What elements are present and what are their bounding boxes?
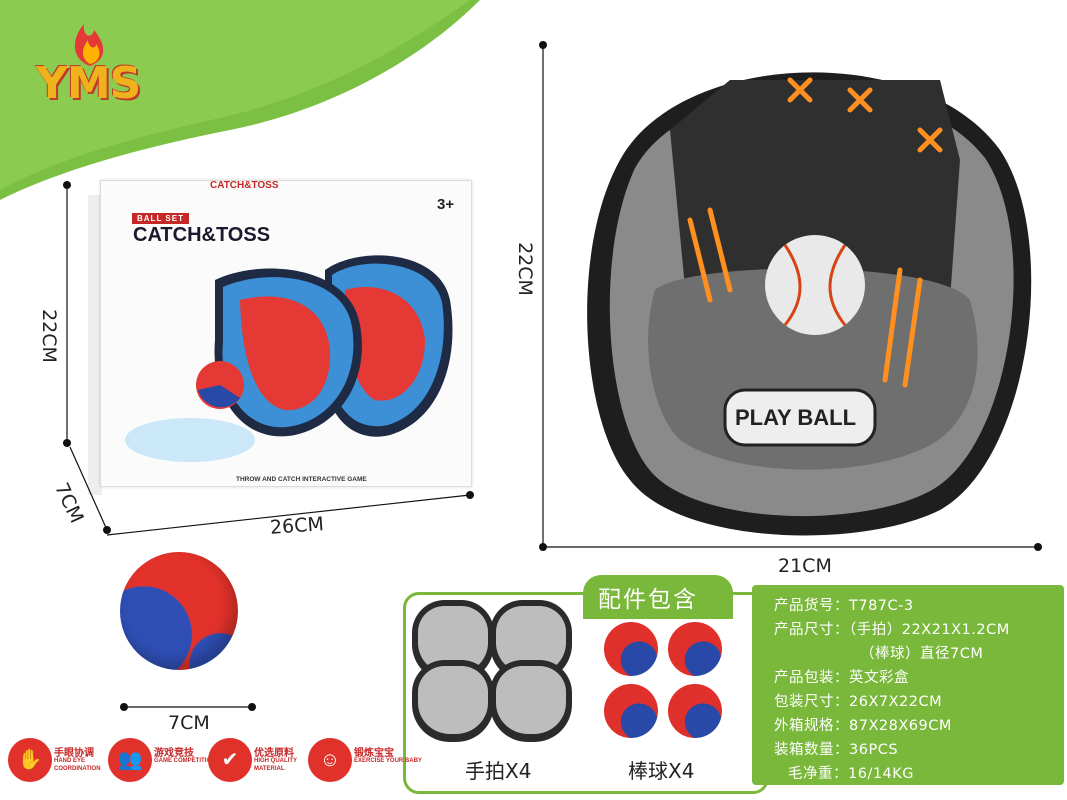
mini-ball-1 bbox=[604, 622, 658, 676]
spec-item-code: 产品货号：T787C-3 bbox=[774, 598, 914, 614]
feature-en-label: GAME COMPETITION bbox=[154, 758, 216, 764]
box-glove-artwork bbox=[125, 255, 453, 462]
box-title: CATCH&TOSS bbox=[133, 224, 271, 246]
parts-title-tab bbox=[583, 575, 733, 619]
spec-carton-qty: 装箱数量：36PCS bbox=[774, 742, 899, 758]
feature-en-label: EXERCISE YOUR BABY bbox=[354, 758, 422, 764]
spec-packaging: 产品包装：英文彩盒 bbox=[774, 670, 909, 686]
shield-check-icon: ✔ bbox=[208, 738, 252, 782]
foam-ball-image bbox=[120, 552, 238, 670]
spec-ball-size: （棒球）直径7CM bbox=[860, 646, 984, 662]
feature-en-label: HAND EYE COORDINATION bbox=[54, 758, 101, 772]
box-width-dim: 26CM bbox=[269, 513, 325, 539]
glove-width-dim: 21CM bbox=[778, 555, 832, 577]
box-tag: BALL SET bbox=[132, 213, 189, 224]
feature-cn-label: 游戏竞技 bbox=[154, 748, 194, 759]
box-height-dim: 22CM bbox=[37, 309, 60, 363]
box-top-text: CATCH&TOSS bbox=[210, 180, 279, 191]
balls-count-label: 棒球X4 bbox=[628, 759, 695, 783]
ball-dim: 7CM bbox=[168, 712, 210, 734]
box-side-panel bbox=[88, 195, 102, 495]
hand-eye-icon: ✋ bbox=[8, 738, 52, 782]
glove-height-dim: 22CM bbox=[513, 242, 536, 296]
box-dimension-lines bbox=[63, 181, 474, 536]
flame-icon bbox=[74, 24, 104, 66]
spec-product-size: 产品尺寸：（手拍）22X21X1.2CM bbox=[774, 622, 1010, 638]
spec-package-size: 包装尺寸：26X7X22CM bbox=[774, 694, 943, 710]
box-subtitle: THROW AND CATCH INTERACTIVE GAME bbox=[236, 476, 367, 483]
people-icon: 👥 bbox=[108, 738, 152, 782]
mini-glove-3 bbox=[412, 660, 494, 742]
green-corner-decoration bbox=[0, 0, 480, 200]
feature-cn-label: 优选原料 bbox=[254, 748, 294, 759]
mini-ball-2 bbox=[668, 622, 722, 676]
box-age-badge: 3+ bbox=[437, 196, 455, 213]
glove-paddle-image bbox=[587, 72, 1032, 536]
mini-ball-3 bbox=[604, 684, 658, 738]
spec-carton-size: 外箱规格：87X28X69CM bbox=[774, 718, 952, 734]
ball-dimension-line bbox=[120, 703, 256, 711]
feature-cn-label: 手眼协调 bbox=[54, 748, 94, 759]
spec-panel bbox=[752, 585, 1064, 785]
brand-logo: YMS bbox=[36, 58, 141, 109]
glove-dimension-lines bbox=[539, 41, 1042, 551]
parts-title: 配件包含 bbox=[598, 587, 698, 613]
baby-icon: ☺ bbox=[308, 738, 352, 782]
paddles-count-label: 手拍X4 bbox=[465, 759, 532, 783]
mini-glove-4 bbox=[490, 660, 572, 742]
feature-cn-label: 锻炼宝宝 bbox=[354, 748, 394, 759]
glove-play-ball-text: PLAY BALL bbox=[735, 405, 857, 430]
spec-weight: 毛净重：16/14KG bbox=[788, 766, 915, 782]
mini-ball-4 bbox=[668, 684, 722, 738]
feature-en-label: HIGH QUALITY MATERIAL bbox=[254, 758, 297, 772]
